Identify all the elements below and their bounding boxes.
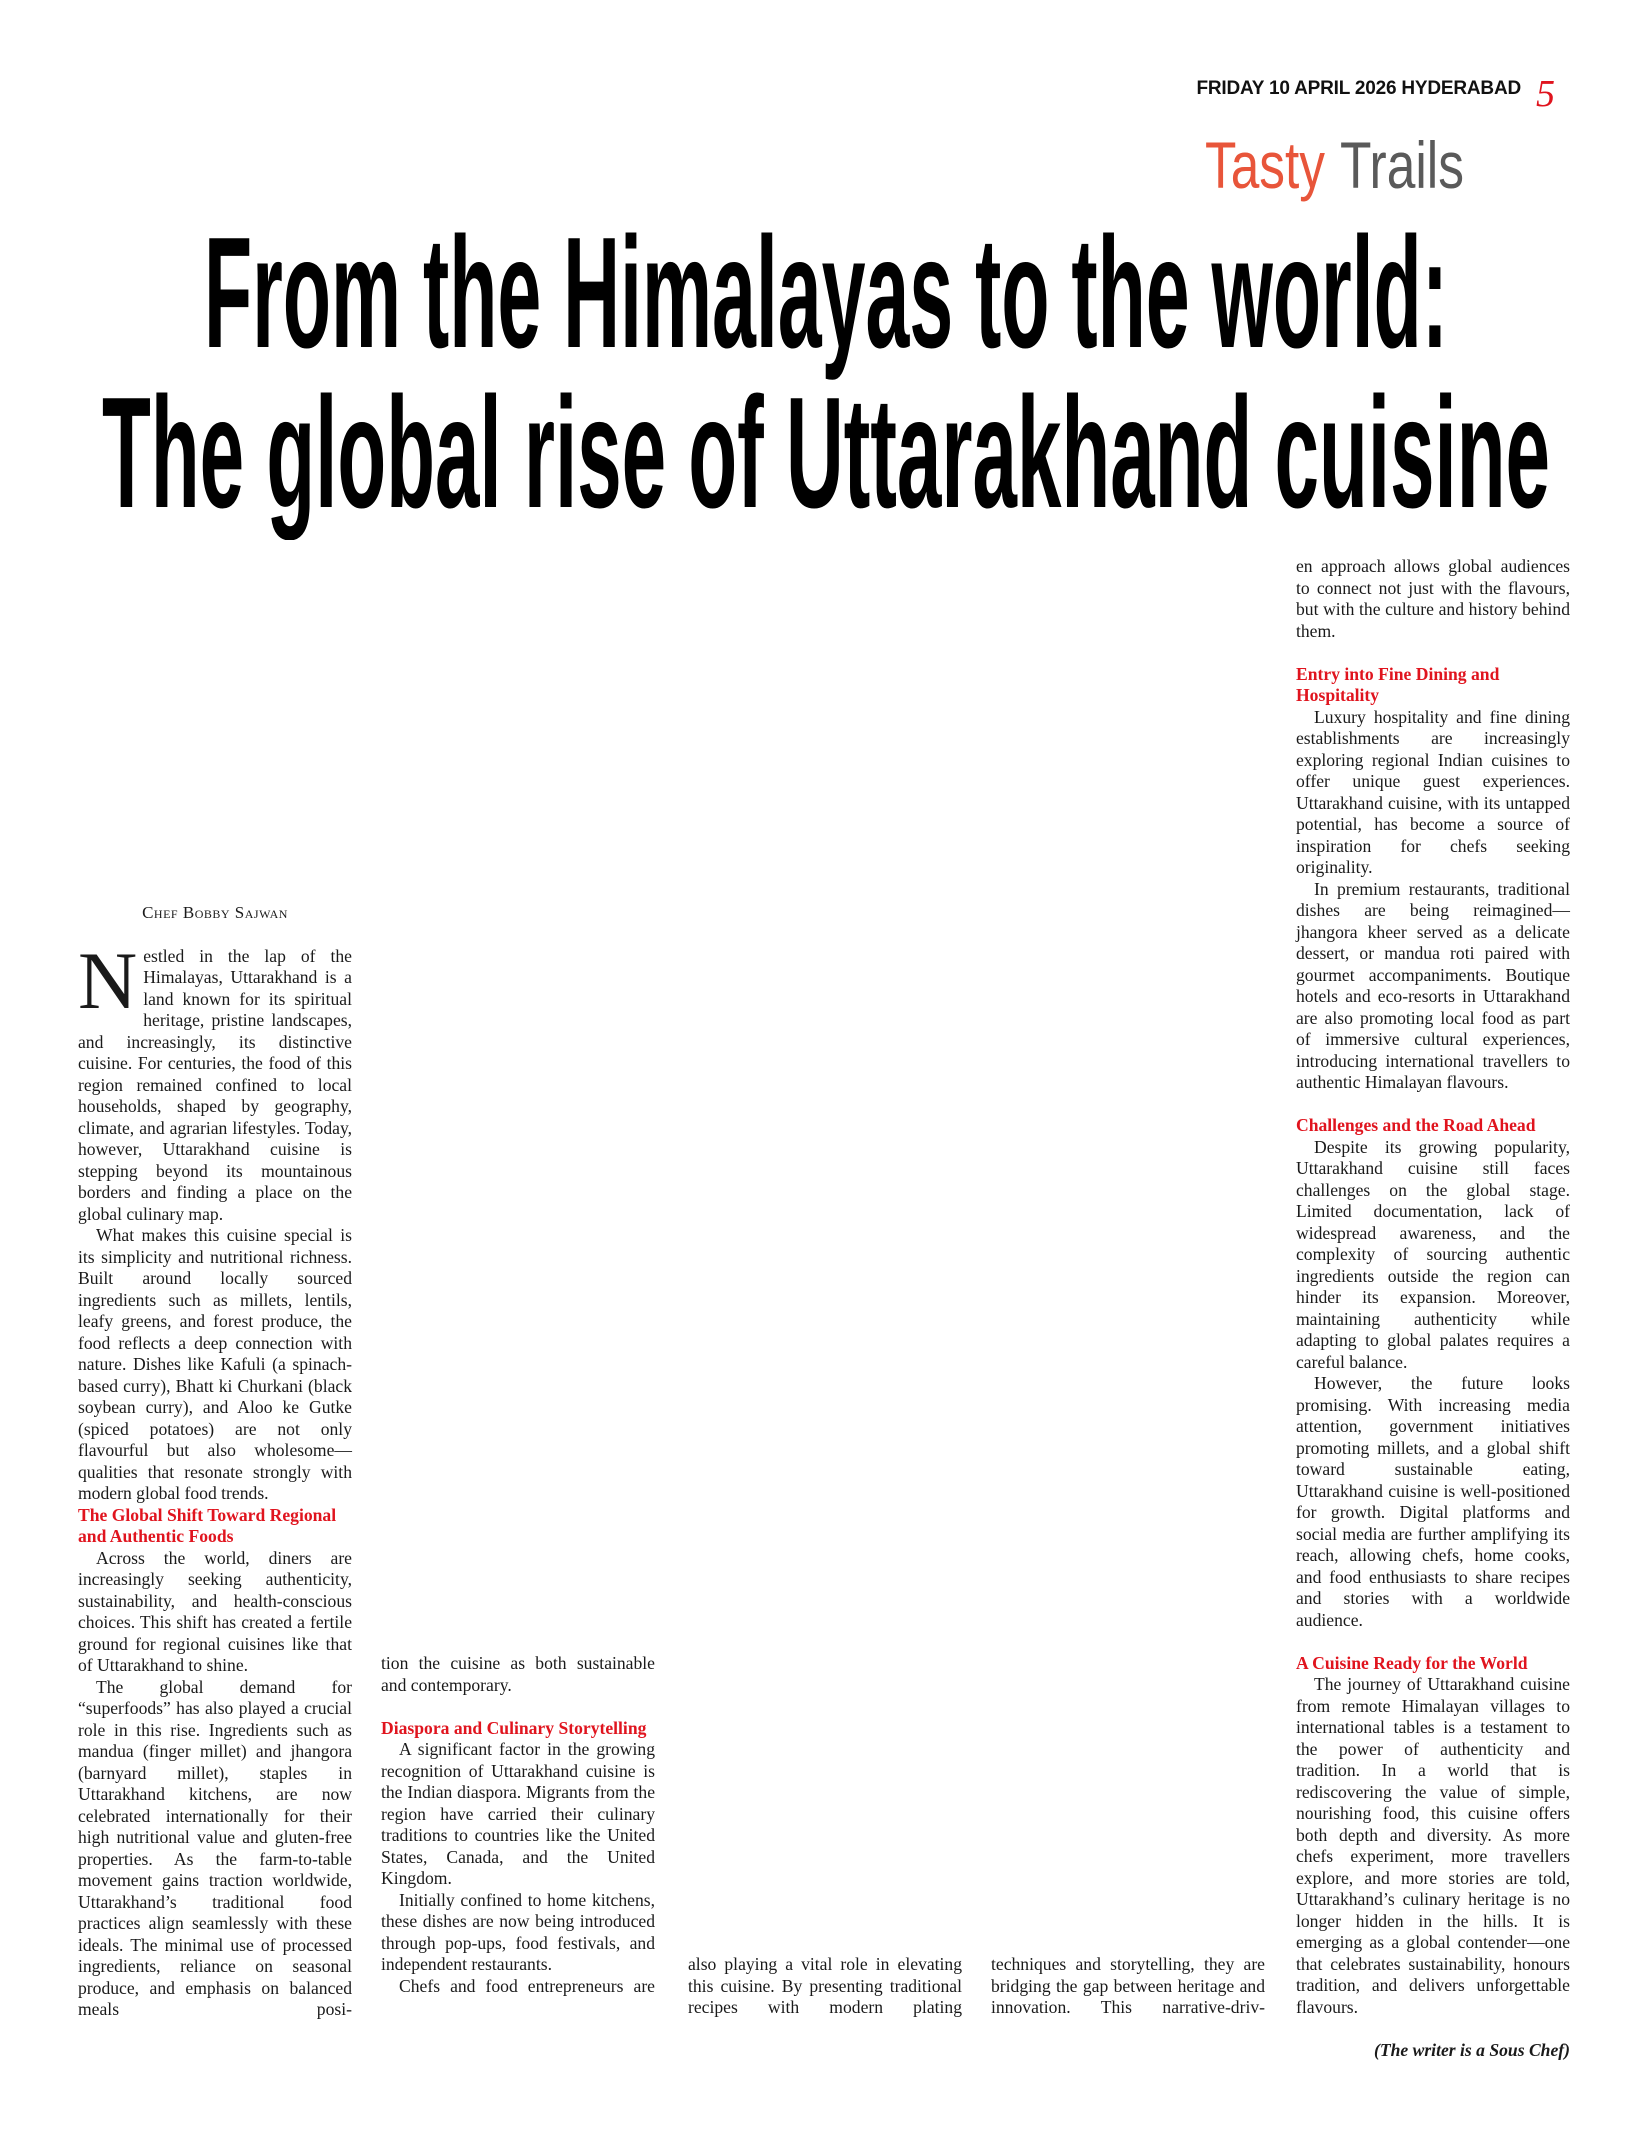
byline: Chef Bobby Sajwan <box>142 903 288 922</box>
paragraph: What makes this cuisine special is its s… <box>78 1225 352 1503</box>
column-4: techniques and storytelling, they are br… <box>991 1954 1265 2019</box>
subheading: The Global Shift Toward Regional and Aut… <box>78 1504 337 1547</box>
paragraph: Luxury hospitality and fine dining estab… <box>1296 706 1570 878</box>
paragraph: en approach allows global audiences to c… <box>1296 556 1570 641</box>
headline-line2: The global rise of Uttarakhand cuisine <box>102 365 1550 540</box>
page-number: 5 <box>1536 73 1555 115</box>
paragraph: techniques and storytelling, they are br… <box>991 1954 1265 2017</box>
section-title-tasty: Tasty <box>1205 128 1325 202</box>
paragraph: tion the cuisine as both sustainable and… <box>381 1653 655 1695</box>
paragraph: Chefs and food entrepreneurs are <box>399 1975 655 1996</box>
section-title-trails: Trails <box>1340 128 1464 202</box>
subheading: Diaspora and Culinary Storytelling <box>381 1717 647 1738</box>
paragraph: also playing a vital role in elevating t… <box>688 1954 962 2017</box>
headline-line1: From the Himalayas to the world: <box>204 205 1448 381</box>
column-3: also playing a vital role in elevating t… <box>688 1954 962 2019</box>
paragraph: Across the world, diners are increasingl… <box>78 1547 352 1676</box>
author-credit: (The writer is a Sous Chef) <box>1374 2039 1570 2060</box>
column-2: tion the cuisine as both sustainable and… <box>381 1653 655 1997</box>
subheading: A Cuisine Ready for the World <box>1296 1652 1528 1673</box>
paragraph: The global demand for “superfoods” has a… <box>78 1676 352 2020</box>
column-5: en approach allows global audiences to c… <box>1296 556 1570 2061</box>
header-graphics: Tasty Trails From the Himalayas to the w… <box>102 128 1550 540</box>
paragraph: Despite its growing popularity, Uttarakh… <box>1296 1136 1570 1372</box>
paragraph: Initially confined to home kitchens, the… <box>381 1889 655 1975</box>
dateline: FRIDAY 10 APRIL 2026 HYDERABAD <box>1196 78 1522 99</box>
drop-cap: N <box>78 934 138 1026</box>
paragraph: In premium restaurants, traditional dish… <box>1296 878 1570 1093</box>
paragraph: The journey of Uttarakhand cuisine from … <box>1296 1674 1570 2017</box>
subheading: Challenges and the Road Ahead <box>1296 1115 1536 1135</box>
paragraph: However, the future looks promising. Wit… <box>1296 1373 1570 1630</box>
paragraph: A significant factor in the growing reco… <box>381 1739 655 1888</box>
paragraph-text: estled in the lap of the Himalayas, Utta… <box>78 945 352 1224</box>
subheading: Entry into Fine Dining and Hospitality <box>1296 663 1500 706</box>
